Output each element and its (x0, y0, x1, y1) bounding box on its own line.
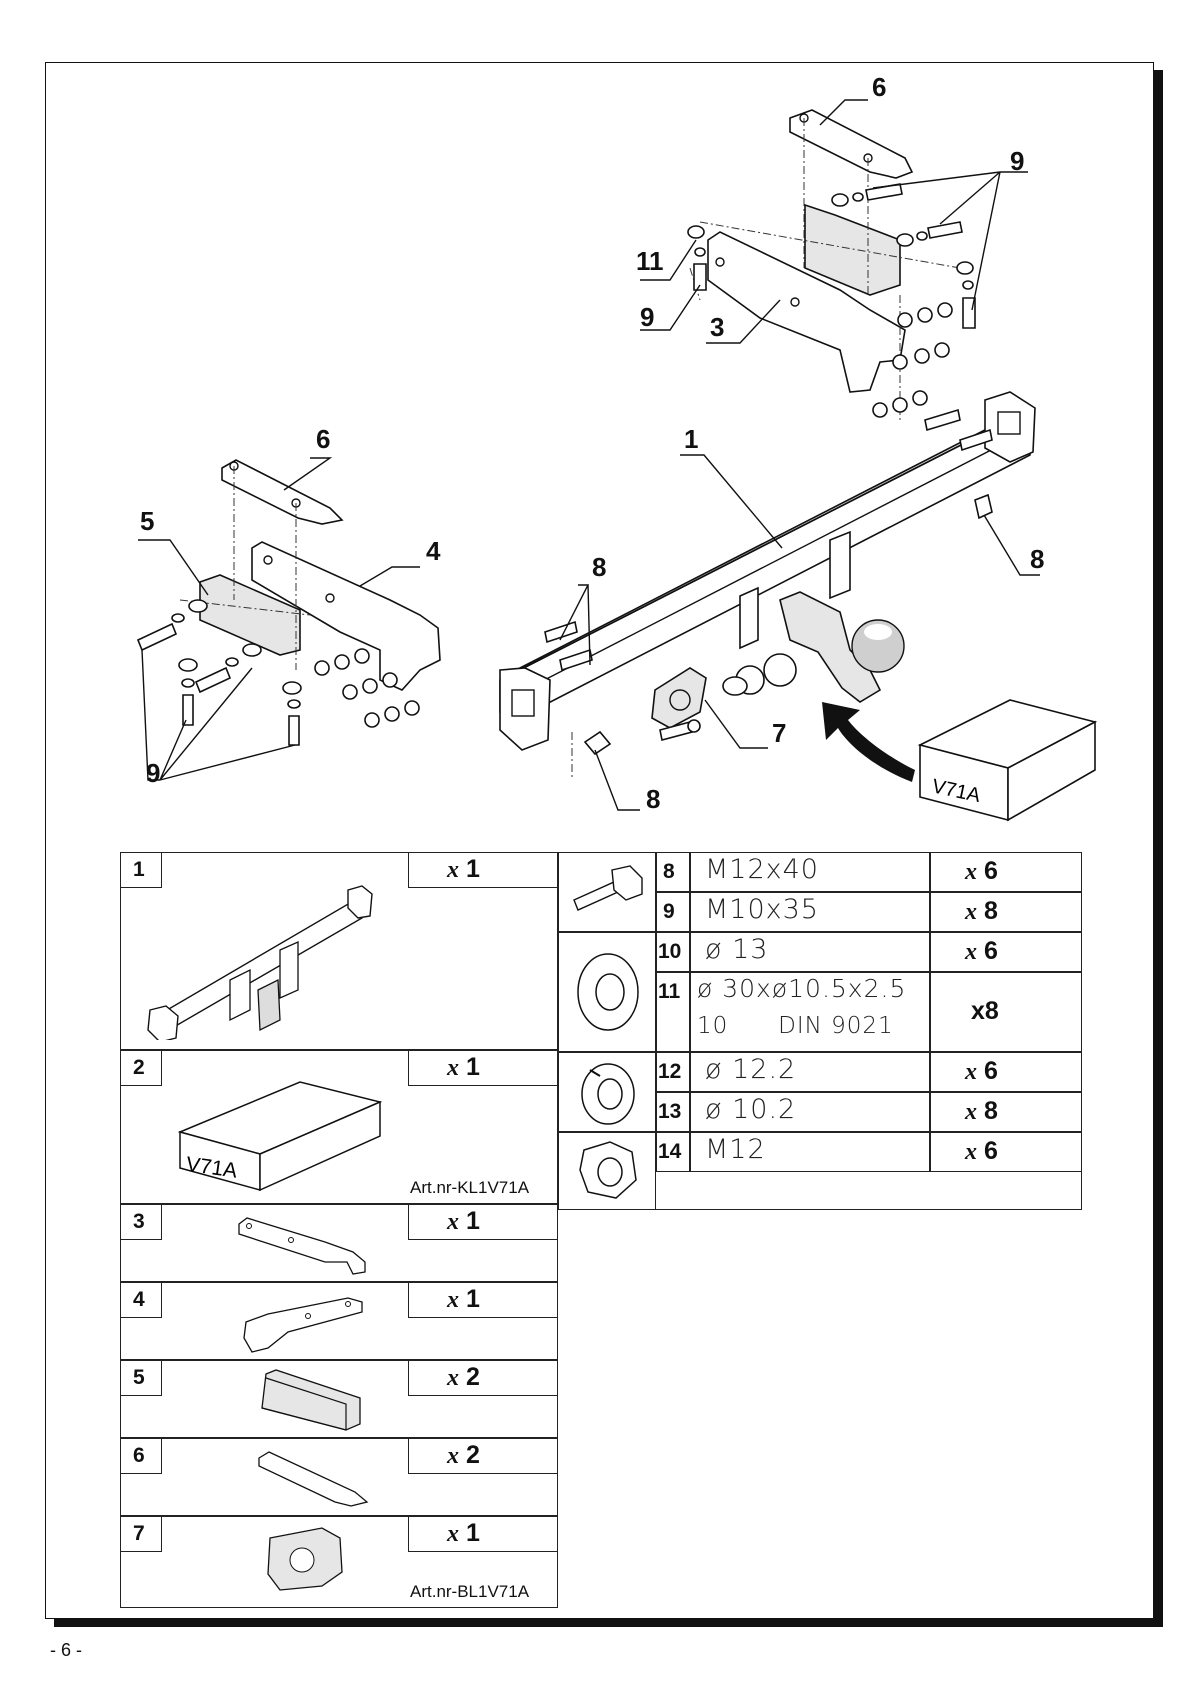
hw-row-8-qty: x 6 (965, 857, 998, 885)
hw-row-14-spec: M12 (705, 1134, 766, 1165)
washer-icon (577, 953, 639, 1031)
angle-bracket-right (804, 203, 901, 296)
page-number: - 6 - (50, 1640, 83, 1660)
hw-row-11-qty: x8 (971, 997, 999, 1025)
hw-row-12-spec: ø 12.2 (705, 1054, 797, 1085)
callout-8-bottom: 8 (646, 784, 660, 814)
hw-row-8-spec: M12x40 (705, 854, 819, 885)
left-row-6-qty: x 2 (447, 1441, 480, 1469)
bracket-4-thumbnail (243, 1297, 363, 1353)
callouts: 6 9 11 9 3 1 6 5 4 8 8 7 8 9 (140, 72, 1044, 814)
kit-box-thumbnail: V71A (177, 1081, 383, 1192)
leader-lines (138, 99, 1040, 811)
left-row-7-num: 7 (133, 1522, 145, 1545)
callout-9-left: 9 (146, 758, 160, 788)
nut-icon (579, 1141, 637, 1199)
bracket-part-3 (707, 231, 906, 393)
bracket-3-thumbnail (238, 1217, 366, 1275)
callout-8-left: 8 (592, 552, 606, 582)
callout-6-right: 6 (872, 72, 886, 102)
socket-plate-part-7 (651, 667, 707, 729)
callout-5: 5 (140, 506, 154, 536)
left-row-5-qty: x 2 (447, 1363, 480, 1391)
callout-3: 3 (710, 312, 724, 342)
strap-part-6-right (789, 109, 914, 179)
hw-row-11-spec-din: 10 DIN 9021 (697, 1013, 894, 1039)
bolt-icon (573, 865, 643, 911)
left-row-2-art: Art.nr-KL1V71A (410, 1178, 530, 1197)
left-row-3-qty: x 1 (447, 1207, 480, 1235)
left-row-4-qty: x 1 (447, 1285, 480, 1313)
hw-row-10-qty: x 6 (965, 937, 998, 965)
angle-bracket-5-thumbnail (261, 1369, 361, 1431)
left-row-2-num: 2 (133, 1056, 145, 1079)
hw-row-9-qty: x 8 (965, 897, 998, 925)
hw-row-10-spec: ø 13 (705, 934, 769, 965)
left-row-3-num: 3 (133, 1210, 145, 1233)
left-row-7-art: Art.nr-BL1V71A (410, 1582, 530, 1601)
callout-4: 4 (426, 536, 441, 566)
hw-row-13-spec: ø 10.2 (705, 1094, 797, 1125)
bracket-part-4 (251, 541, 441, 691)
hw-row-12-qty: x 6 (965, 1057, 998, 1085)
fasteners-right (687, 183, 976, 418)
left-row-4-num: 4 (133, 1288, 145, 1311)
hw-row-11-spec: ø 30xø10.5x2.5 (697, 974, 907, 1003)
callout-8-right: 8 (1030, 544, 1044, 574)
angle-bracket-part-5 (199, 574, 301, 656)
callout-7: 7 (772, 718, 786, 748)
left-row-5-num: 5 (133, 1366, 145, 1389)
lock-washer-icon (581, 1063, 635, 1125)
left-row-7-qty: x 1 (447, 1519, 480, 1547)
crossbar-thumbnail (147, 885, 373, 1040)
hw-row-9-spec: M10x35 (705, 894, 819, 925)
fasteners-left (136, 599, 420, 746)
kit-box: V71A (917, 699, 1098, 822)
socket-plate-7-thumbnail (267, 1527, 343, 1591)
callout-6-left: 6 (316, 424, 330, 454)
end-plate-right (984, 391, 1036, 463)
hw-row-14-qty: x 6 (965, 1137, 998, 1165)
callout-1: 1 (684, 424, 698, 454)
callout-9-mid: 9 (640, 302, 654, 332)
strap-6-thumbnail (258, 1451, 369, 1507)
strap-part-6-left (221, 459, 344, 525)
left-row-6-num: 6 (133, 1444, 145, 1467)
arrow-indicator (822, 702, 915, 782)
left-row-1-num: 1 (133, 858, 145, 881)
hw-row-13-qty: x 8 (965, 1097, 998, 1125)
crossbar-part-1 (499, 391, 1036, 780)
left-bracket-group (136, 459, 441, 746)
left-row-1-qty: x 1 (447, 855, 480, 883)
ball-neck (779, 591, 882, 703)
left-row-2-qty: x 1 (447, 1053, 480, 1081)
callout-9-top: 9 (1010, 146, 1024, 176)
end-plate-left (499, 667, 551, 751)
right-bracket-group (687, 109, 976, 420)
callout-11: 11 (636, 246, 664, 276)
assembly-drawing: V71A 6 9 11 9 3 1 6 5 4 8 8 7 8 9 (136, 72, 1098, 822)
